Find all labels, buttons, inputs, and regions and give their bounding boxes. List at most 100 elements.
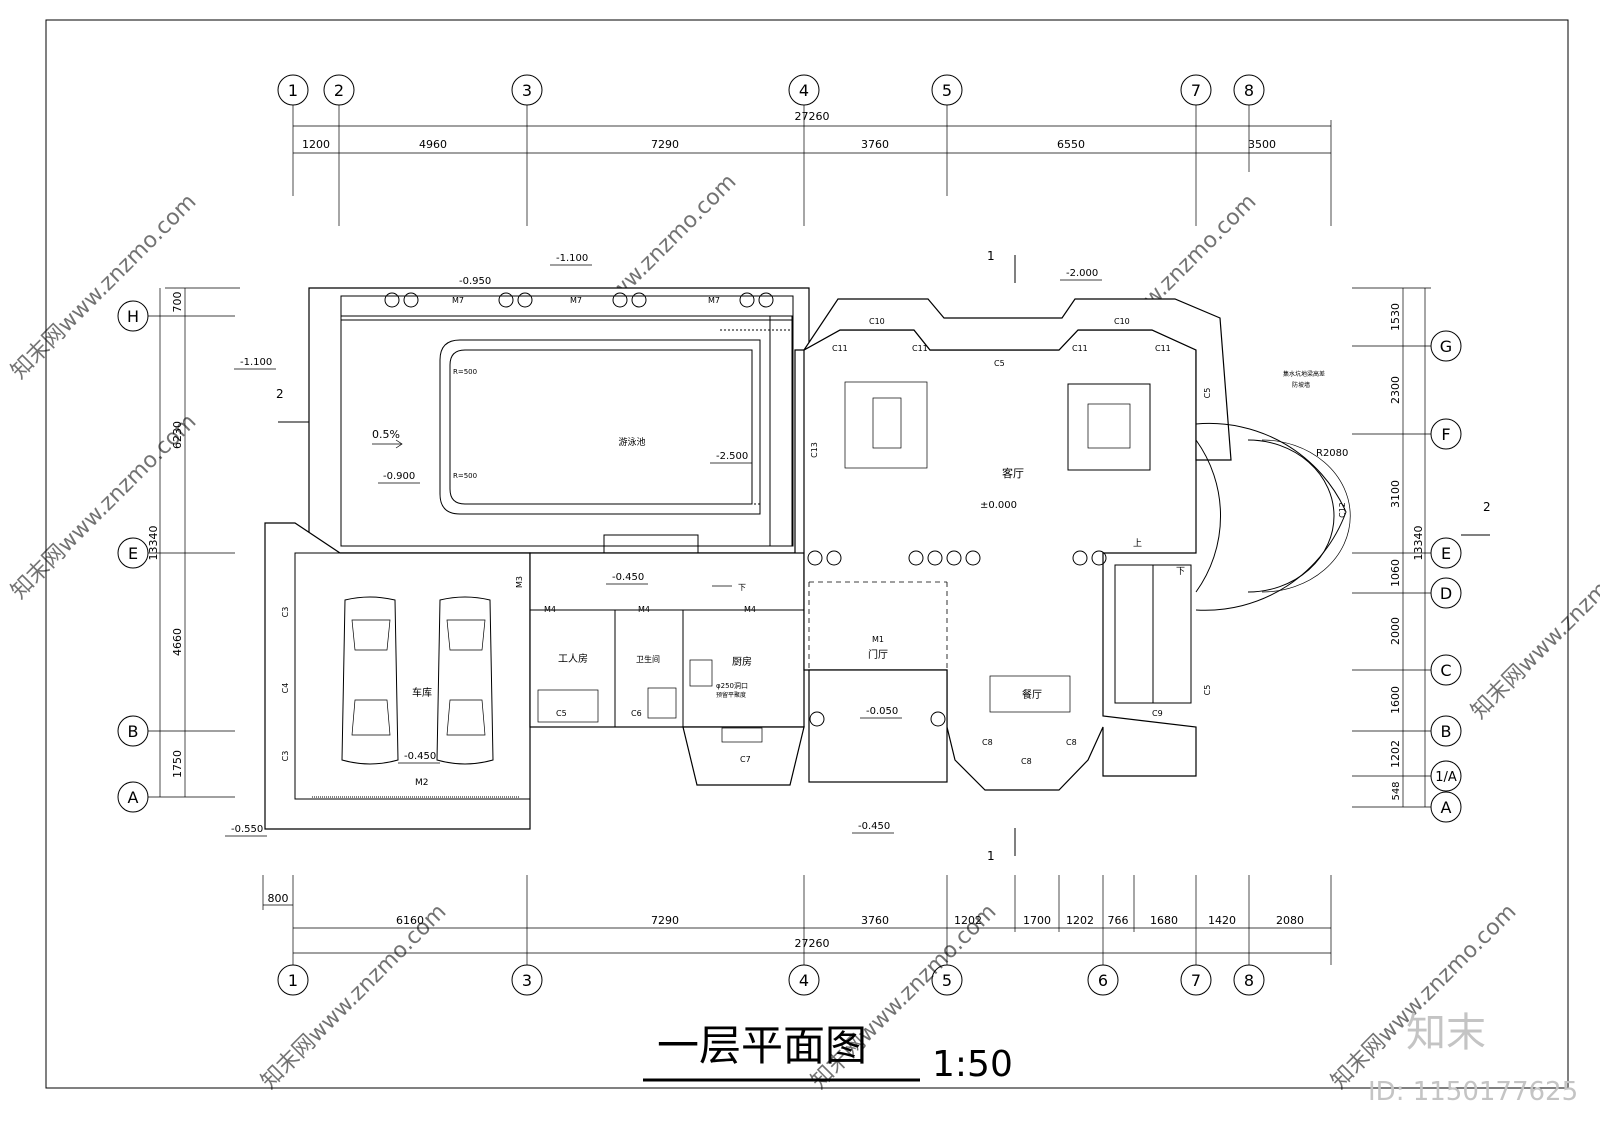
- level-label: -1.100: [240, 357, 272, 368]
- watermark-text: 知末网www.znzmo.com: [257, 899, 452, 1094]
- radius-label: R=500: [453, 368, 477, 376]
- axis-label: 8: [1244, 971, 1254, 990]
- brand-logo-text: 知末: [1406, 1010, 1486, 1056]
- dimension: 1202: [954, 914, 982, 927]
- car-icon: [341, 596, 399, 765]
- dimension-total: 27260: [795, 937, 830, 950]
- window-label: C11: [912, 344, 928, 353]
- dimension: 1202: [1066, 914, 1094, 927]
- dimension: 800: [268, 892, 289, 905]
- watermark-text: 知末网www.znzmo.com: [1327, 899, 1522, 1094]
- sofa-set-icon: [844, 381, 928, 469]
- level-label: -0.450: [858, 821, 890, 832]
- slope-label: 0.5%: [372, 428, 400, 441]
- level-label: ±0.000: [980, 500, 1017, 511]
- dimension: 3100: [1389, 480, 1402, 508]
- window-label: C5: [994, 359, 1005, 368]
- window-label: C3: [281, 751, 290, 762]
- window-label: C10: [1114, 317, 1130, 326]
- axis-label: 5: [942, 971, 952, 990]
- right-axis-bubbles: G F E D C B 1/A A: [1430, 330, 1462, 823]
- level-label: -0.050: [866, 706, 898, 717]
- axis-label: 1: [288, 971, 298, 990]
- axis-label: A: [128, 788, 139, 807]
- room-label-pool: 游泳池: [618, 436, 645, 448]
- window-label: C5: [1203, 685, 1212, 696]
- dimension: 700: [171, 292, 184, 313]
- section-label: 1: [987, 249, 995, 263]
- service-rooms: 工人房 卫生间 厨房 M3 M4 M4 M4 C5 C6 C7 φ250洞口 预…: [515, 552, 805, 786]
- level-label: -0.950: [459, 276, 491, 287]
- top-axis-bubbles: 1 2 3 4 5 7 8: [277, 74, 1265, 106]
- shower-icon: [647, 687, 677, 719]
- section-label: 1: [987, 849, 995, 863]
- dimension: 4660: [171, 628, 184, 656]
- level-label: -2.500: [716, 451, 748, 462]
- window-label: C11: [832, 344, 848, 353]
- axis-label: A: [1441, 798, 1452, 817]
- room-label-foyer: 门厅: [868, 648, 888, 661]
- dimension: 3760: [861, 138, 889, 151]
- dimension: 2080: [1276, 914, 1304, 927]
- column-pairs: [384, 292, 774, 308]
- stair-down-label: 下: [1176, 567, 1185, 577]
- duct-label: φ250洞口: [716, 681, 748, 690]
- axis-label: 4: [799, 81, 809, 100]
- dimension: 1750: [171, 750, 184, 778]
- window-label: C12: [1338, 502, 1347, 518]
- watermark-text: 知末网www.znzmo.com: [1467, 529, 1600, 724]
- room-label-bath: 卫生间: [636, 654, 660, 664]
- window-label: C6: [631, 709, 642, 718]
- window-label: C13: [810, 442, 819, 458]
- axis-label: C: [1440, 661, 1451, 680]
- coffee-table-icon: [1067, 383, 1151, 471]
- watermark-text: 知末网www.znzmo.com: [7, 189, 202, 384]
- window-label: C5: [556, 709, 567, 718]
- sink-icon: [721, 727, 763, 743]
- axis-label: E: [128, 544, 138, 563]
- dimension-total: 13340: [1412, 526, 1425, 561]
- room-label-garage: 车库: [412, 686, 432, 699]
- dimension: 6230: [171, 421, 184, 449]
- dimension: 7290: [651, 914, 679, 927]
- level-markers: -1.100 -0.950 -2.000 -1.100 -0.900 -2.50…: [225, 253, 1102, 837]
- axis-label: 4: [799, 971, 809, 990]
- dimension: 1530: [1389, 303, 1402, 331]
- drawing-scale: 1:50: [932, 1044, 1013, 1085]
- dimension: 6160: [396, 914, 424, 927]
- window-label: C8: [1021, 757, 1032, 766]
- dimension: 6550: [1057, 138, 1085, 151]
- dimension: 1600: [1389, 686, 1402, 714]
- drawing-title: 一层平面图: [657, 1021, 867, 1070]
- stair-up-label: 上: [1133, 538, 1142, 549]
- section-label: 2: [1483, 500, 1491, 514]
- window-label: C11: [1155, 344, 1171, 353]
- axis-label: 1: [288, 81, 298, 100]
- axis-label: 3: [522, 81, 532, 100]
- window-label: C3: [281, 607, 290, 618]
- title-block: 一层平面图 1:50 知末 ID: 1150177625: [643, 1010, 1578, 1107]
- door-label: M7: [452, 296, 464, 305]
- level-label: -0.550: [231, 824, 263, 835]
- window-label: C8: [1066, 738, 1077, 747]
- window-label: C9: [1152, 709, 1163, 718]
- dimension: 1060: [1389, 559, 1402, 587]
- axis-label: 7: [1191, 971, 1201, 990]
- level-label: -0.450: [612, 572, 644, 583]
- section-label: 2: [276, 387, 284, 401]
- window-label: C7: [740, 755, 751, 764]
- dimension: 3500: [1248, 138, 1276, 151]
- main-house: C10 C10 C11 C11 C11 C11 C5 C13 C5 C5 客厅 …: [803, 298, 1232, 791]
- garage-area: M2 车库 C3 C4 C3: [264, 522, 531, 830]
- dimension: 4960: [419, 138, 447, 151]
- image-id-label: ID: 1150177625: [1368, 1077, 1578, 1107]
- dimension: 548: [1391, 781, 1402, 800]
- dimension: 2300: [1389, 376, 1402, 404]
- axis-label: B: [1441, 722, 1452, 741]
- bed-icon: [537, 689, 599, 723]
- section-markers: 1 1 2 2: [276, 249, 1491, 863]
- dimension: 2000: [1389, 617, 1402, 645]
- dining-table-icon: [989, 675, 1071, 713]
- room-label-dining: 餐厅: [1022, 688, 1042, 701]
